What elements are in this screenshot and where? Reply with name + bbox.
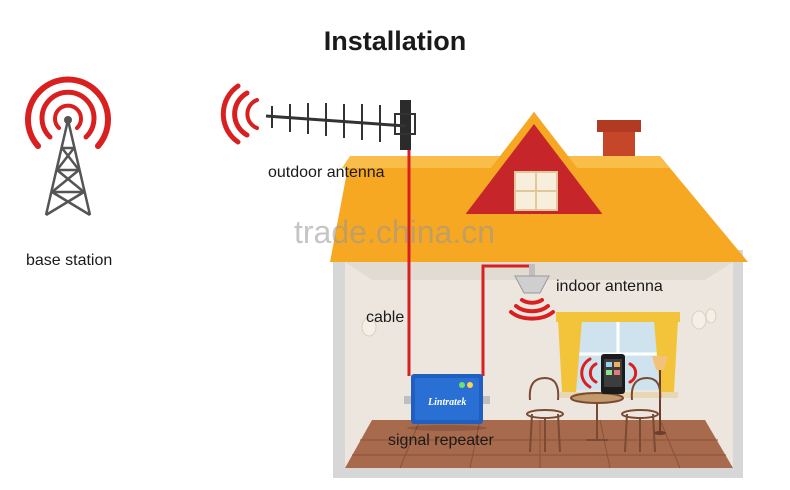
attic-window (514, 171, 558, 211)
base-station-label: base station (26, 252, 113, 269)
cable-label: cable (366, 309, 405, 326)
outdoor-antenna-label: outdoor antenna (268, 164, 385, 181)
phone-signal-waves-icon (580, 357, 638, 389)
signal-repeater-device (404, 374, 490, 424)
outdoor-antenna-signal-waves-icon (220, 83, 259, 145)
base-station-signal-waves-icon (25, 76, 111, 149)
repeater-brand-logo: Lintratek (428, 397, 467, 408)
wall-lamp-icon (361, 308, 717, 337)
mobile-phone-icon (601, 354, 625, 394)
floor-lamp-icon (652, 356, 668, 435)
page-title: Installation (323, 26, 467, 56)
indoor-antenna-signal-waves-icon (509, 298, 555, 321)
watermark: trade.china.cn (294, 214, 496, 250)
chimney (597, 120, 641, 158)
indoor-antenna-icon (514, 264, 550, 294)
outdoor-antenna-icon (265, 100, 416, 150)
base-station-icon (25, 76, 111, 217)
indoor-antenna-label: indoor antenna (556, 278, 663, 295)
table-and-chairs (526, 376, 662, 453)
signal-repeater-label: signal repeater (388, 432, 494, 449)
roof (330, 112, 748, 262)
